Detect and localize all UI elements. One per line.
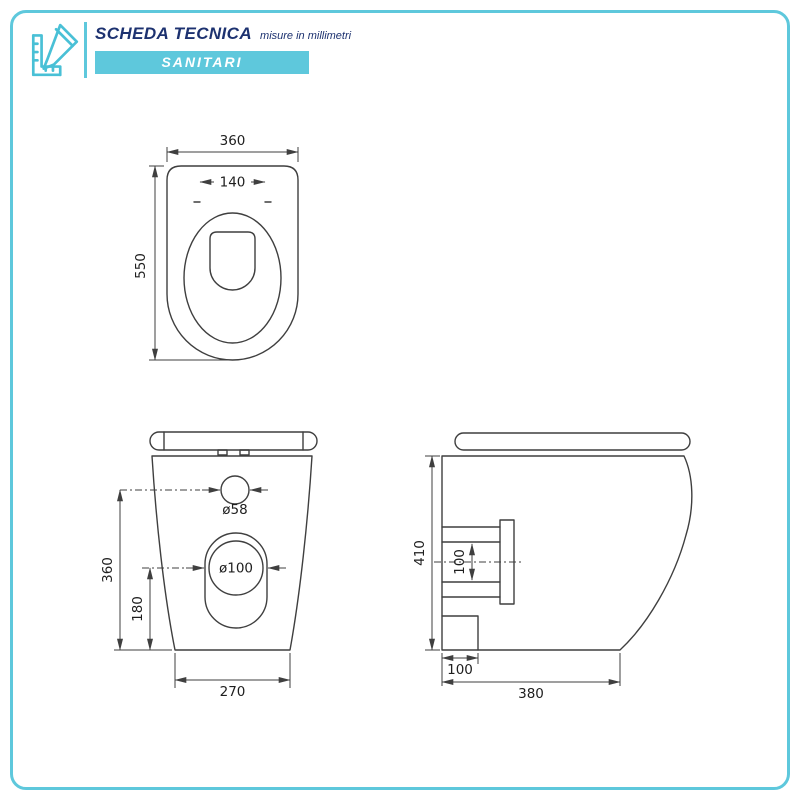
dim-outlet-pipe: 100 xyxy=(452,549,468,575)
seat-hinges-front xyxy=(217,449,250,456)
dim-side-depth: 380 xyxy=(518,686,544,702)
toilet-front-outline xyxy=(149,431,318,651)
top-view-dimensions: 360 140 550 xyxy=(133,133,299,361)
dim-outlet-offset: 100 xyxy=(447,662,473,678)
page-title: SCHEDA TECNICA xyxy=(95,24,253,43)
category-badge: SANITARI xyxy=(95,51,309,74)
outlet-recess xyxy=(204,532,268,629)
dim-side-height: 410 xyxy=(412,540,428,566)
dim-base-width: 270 xyxy=(220,684,246,700)
seat-lid-front xyxy=(149,431,318,451)
side-view-drawing: 100 410 100 380 xyxy=(412,432,693,702)
front-view-dimensions: ø58 ø100 360 180 270 xyxy=(100,487,291,700)
ruler-pencil-icon xyxy=(31,23,79,77)
base-step xyxy=(441,615,479,651)
front-view-drawing: ø58 ø100 360 180 270 xyxy=(100,431,318,700)
side-view-dimensions: 100 410 100 380 xyxy=(412,455,621,702)
header-text: SCHEDA TECNICA misure in millimetri SANI… xyxy=(95,22,351,74)
seat-lid-side xyxy=(454,432,691,451)
dim-outlet-diameter: ø100 xyxy=(219,561,253,577)
outlet-pipe xyxy=(441,526,501,598)
outlet-hole xyxy=(208,540,264,596)
dim-inlet-height: 360 xyxy=(100,557,116,583)
toilet-top-outline xyxy=(166,165,299,361)
page-subtitle: misure in millimetri xyxy=(260,30,352,42)
dim-top-width: 360 xyxy=(220,133,246,149)
toilet-side-outline xyxy=(441,432,693,651)
dim-hinge-distance: 140 xyxy=(220,175,246,191)
dim-top-depth: 550 xyxy=(133,253,149,279)
header-divider xyxy=(84,22,87,78)
header: SCHEDA TECNICA misure in millimetri SANI… xyxy=(28,22,351,80)
water-inlet-hole xyxy=(220,475,250,505)
dim-inlet-diameter: ø58 xyxy=(222,502,247,518)
dim-outlet-height: 180 xyxy=(130,596,146,622)
top-view-drawing: 360 140 550 xyxy=(133,133,299,361)
